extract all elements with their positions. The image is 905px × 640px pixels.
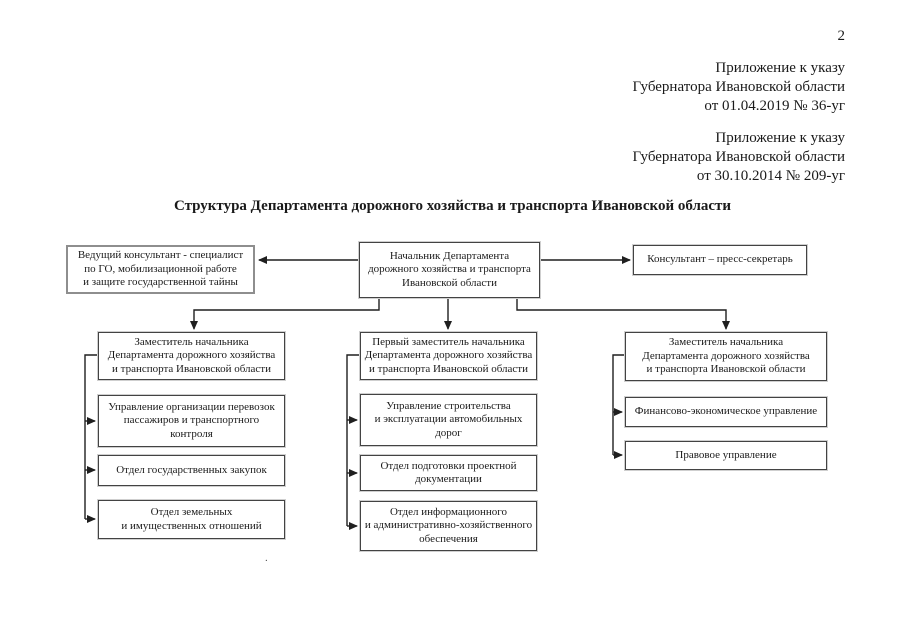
node-unit-road-construction: Управление строительства и эксплуатации … [360,394,537,446]
annex-note-2: Приложение к указу Губернатора Ивановско… [632,130,845,184]
node-press-secretary: Консультант – пресс-секретарь [633,245,807,275]
page-number: 2 [837,28,846,44]
node-first-deputy-head: Первый заместитель начальника Департамен… [360,332,537,380]
node-department-head: Начальник Департамента дорожного хозяйст… [359,242,540,298]
node-unit-land-property: Отдел земельных и имущественных отношени… [98,500,285,539]
node-unit-project-documentation: Отдел подготовки проектной документации [360,455,537,491]
node-deputy-head-1: Заместитель начальника Департамента доро… [98,332,285,380]
node-lead-consultant-go: Ведущий консультант - специалист по ГО, … [66,245,255,294]
node-unit-state-procurement: Отдел государственных закупок [98,455,285,486]
node-unit-info-admin: Отдел информационного и административно-… [360,501,537,551]
stray-dot: . [265,552,268,564]
annex-note-1: Приложение к указу Губернатора Ивановско… [632,60,845,114]
chart-title: Структура Департамента дорожного хозяйст… [173,198,732,214]
node-unit-finance-economic: Финансово-экономическое управление [625,397,827,427]
node-deputy-head-2: Заместитель начальника Департамента доро… [625,332,827,381]
node-unit-legal: Правовое управление [625,441,827,470]
node-unit-transport-control: Управление организации перевозок пассажи… [98,395,285,447]
